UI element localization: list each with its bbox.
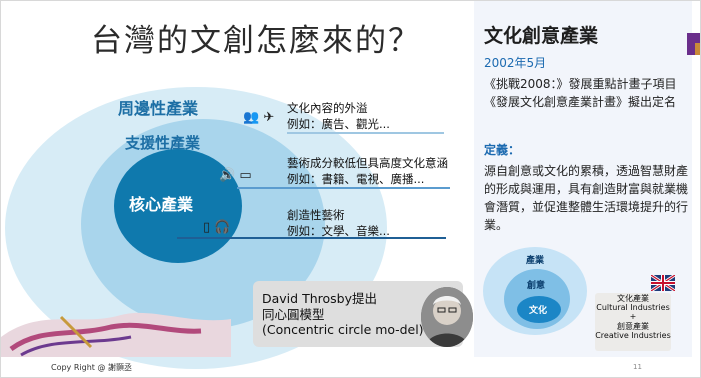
- industries-line2: Cultural Industries: [596, 303, 670, 313]
- industries-text: 文化產業 Cultural Industries + 創意產業 Creative…: [595, 294, 671, 340]
- throsby-photo: [421, 287, 473, 347]
- airplane-icon: ✈: [263, 110, 275, 125]
- industry-ellipse-label: 產業: [526, 256, 545, 266]
- middle-icons: 🔊 ▭: [219, 168, 252, 183]
- slide-title: 台灣的文創怎麼來的？: [91, 23, 421, 59]
- supporting-industry-label: 支援性產業: [125, 134, 201, 152]
- throsby-line3: (Concentric circle mo‑del): [262, 322, 424, 337]
- definition-label: 定義：: [484, 143, 521, 157]
- outer-description-heading: 文化內容的外溢: [287, 101, 368, 115]
- outer-icons: 👥 ✈: [243, 110, 274, 125]
- middle-description-example: 例如：書籍、電視、廣播...: [287, 172, 425, 186]
- core-icons: ▯ 🎧: [203, 220, 230, 235]
- tv-icon: ▭: [239, 168, 252, 183]
- middle-description-heading: 藝術成分較低但具高度文化意涵: [287, 156, 448, 170]
- outer-description: 文化內容的外溢 例如：廣告、觀光...: [287, 100, 390, 132]
- culture-ellipse-label: 文化: [529, 306, 548, 316]
- industries-line3: +: [629, 312, 637, 322]
- core-industry-label: 核心產業: [129, 195, 194, 214]
- creativity-ellipse-label: 創意: [527, 281, 546, 291]
- core-industry-circle: [114, 149, 242, 263]
- decorative-ribbon-accent: [695, 43, 700, 55]
- middle-description: 藝術成分較低但具高度文化意涵 例如：書籍、電視、廣播...: [287, 155, 448, 187]
- industries-line5: Creative Industries: [595, 330, 671, 340]
- connector-line-middle: [237, 187, 450, 189]
- throsby-text: David Throsby提出 同心圓模型 (Concentric circle…: [262, 291, 424, 338]
- core-description-example: 例如：文學、音樂...: [287, 224, 390, 238]
- panel-title: 文化創意產業: [484, 25, 599, 47]
- headphones-icon: 🎧: [214, 220, 231, 235]
- speaker-icon: 🔊: [219, 168, 236, 183]
- panel-body: 《挑戰2008：》發展重點計畫子項目《發展文化創意產業計畫》擬出定名: [484, 77, 677, 109]
- core-description: 創造性藝術 例如：文學、音樂...: [287, 207, 390, 239]
- panel-date: 2002年5月: [484, 56, 547, 70]
- throsby-line1: David Throsby提出: [262, 291, 377, 306]
- culture-ellipse: [517, 296, 561, 323]
- industries-box: [595, 293, 671, 351]
- phone-icon: ▯: [203, 220, 211, 235]
- page-number: 11: [633, 363, 642, 371]
- outer-description-example: 例如：廣告、觀光...: [287, 117, 390, 131]
- core-description-heading: 創造性藝術: [287, 208, 345, 222]
- definition-body: 源自創意或文化的累積，透過智慧財產的形成與運用，具有創造財富與就業機會潛質，並促…: [484, 164, 689, 232]
- throsby-line2: 同心圓模型: [262, 306, 325, 322]
- peripheral-industry-label: 周邊性產業: [118, 99, 199, 118]
- industries-line4: 創意產業: [617, 321, 649, 331]
- connector-line-outer: [287, 132, 444, 134]
- decorative-art: [1, 312, 231, 357]
- people-icon: 👥: [243, 110, 260, 125]
- connector-line-core: [177, 237, 446, 239]
- uk-flag-icon: [651, 275, 675, 291]
- industries-line1: 文化產業: [617, 294, 649, 303]
- copyright: Copy Right @ 謝顥丞: [51, 363, 132, 372]
